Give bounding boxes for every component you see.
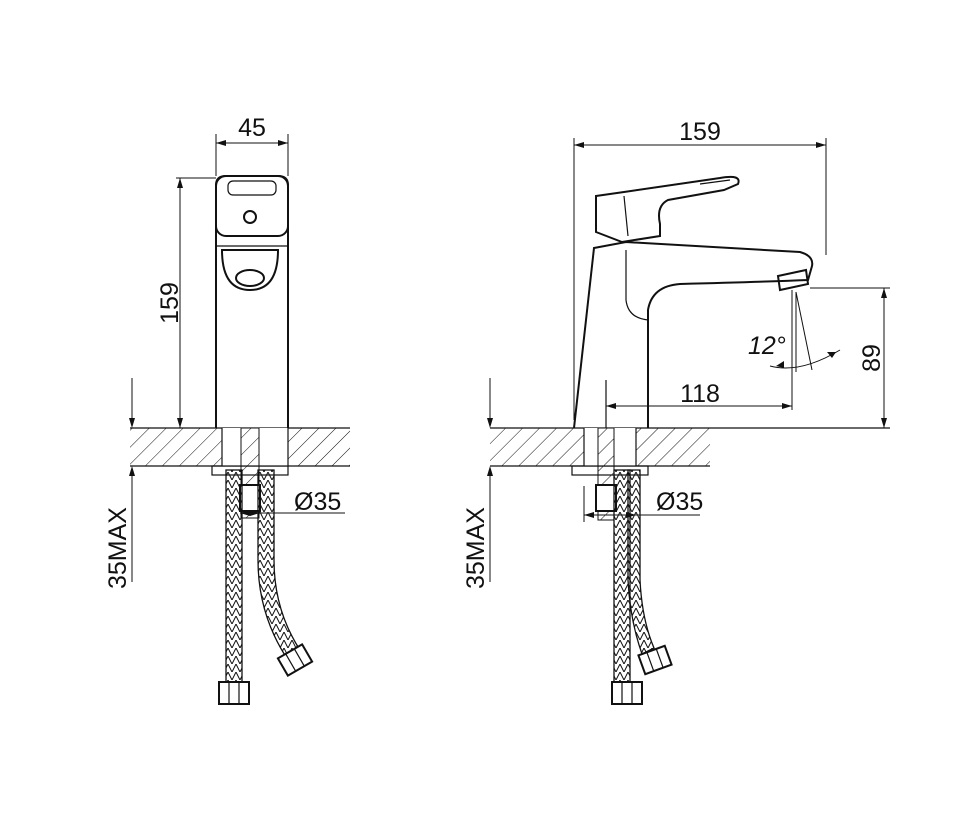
front-handle-screw [243,210,257,224]
front-hose-nut-right [276,642,314,678]
front-width-label: 45 [238,114,266,142]
side-length-label: 159 [679,118,721,146]
front-hose-left [225,469,243,683]
side-reach-label: 118 [680,380,720,408]
side-hole-label: Ø35 [656,488,703,516]
side-faucet-body [573,240,814,429]
front-hose-nut-left [218,681,250,705]
side-spout-tip [776,268,810,292]
side-handle [595,175,740,244]
side-angle-label: 12° [748,332,786,360]
front-view: 45 159 Ø35 35MAX [104,114,350,705]
front-hole-label: Ø35 [294,488,341,516]
front-faucet-body [215,175,289,428]
side-hose-front [627,469,655,655]
side-spout-height-label: 89 [858,344,886,372]
side-thickness-label: 35MAX [462,507,490,589]
front-height-label: 159 [156,282,184,324]
front-spout [220,249,280,292]
front-thickness-label: 35MAX [104,507,132,589]
side-hose-nut-rear [611,681,643,705]
side-view: 159 118 89 12° Ø35 35MAX [462,118,890,705]
front-handle [215,175,289,237]
